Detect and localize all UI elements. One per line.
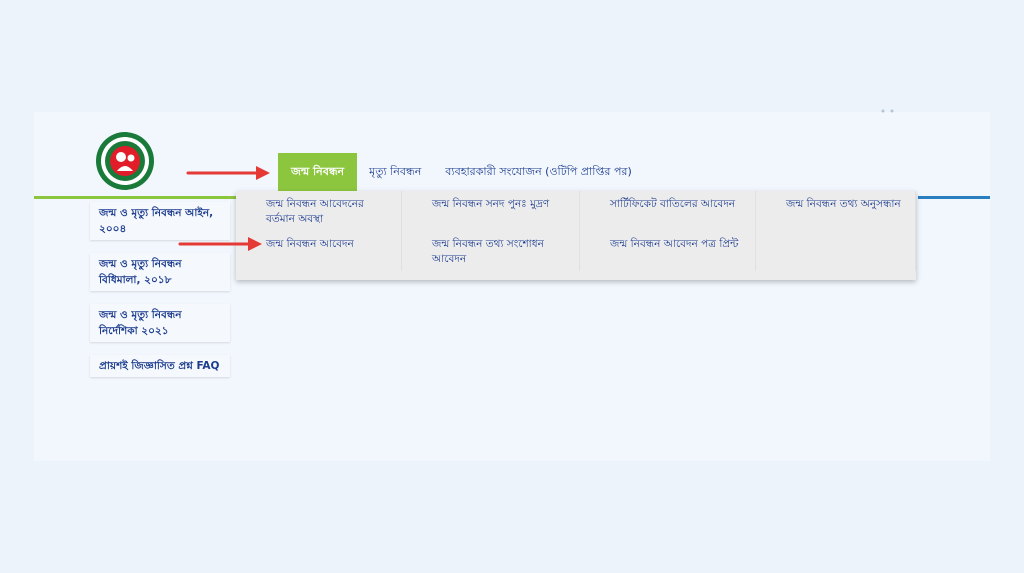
menu-item-certificate-cancel[interactable]: সার্টিফিকেট বাতিলের আবেদন (580, 191, 756, 231)
header-divider-blue (918, 196, 990, 199)
menu-empty-cell (756, 231, 916, 271)
menu-item-application-status[interactable]: জন্ম নিবন্ধন আবেদনের বর্তমান অবস্থা (236, 191, 402, 231)
nav-death-registration[interactable]: মৃত্যু নিবন্ধন (369, 165, 422, 178)
menu-item-application-print[interactable]: জন্ম নিবন্ধন আবেদন পত্র প্রিন্ট (580, 231, 756, 271)
main-nav: জন্ম নিবন্ধন মৃত্যু নিবন্ধন ব্যবহারকারী … (278, 153, 644, 191)
red-arrow-right-icon (178, 237, 262, 251)
sidebar-item-guideline-2021[interactable]: জন্ম ও মৃত্যু নিবন্ধন নির্দেশিকা ২০২১ (90, 304, 230, 342)
menu-item-info-correction[interactable]: জন্ম নিবন্ধন তথ্য সংশোধন আবেদন (402, 231, 580, 271)
menu-item-info-search[interactable]: জন্ম নিবন্ধন তথ্য অনুসন্ধান (756, 191, 916, 231)
nav-birth-registration[interactable]: জন্ম নিবন্ধন (278, 153, 358, 191)
birth-registration-dropdown: জন্ম নিবন্ধন আবেদনের বর্তমান অবস্থা জন্ম… (236, 191, 916, 280)
sidebar: জন্ম ও মৃত্যু নিবন্ধন আইন, ২০০৪ জন্ম ও ম… (90, 202, 230, 390)
red-arrow-right-icon (186, 166, 270, 180)
header-divider-green (34, 196, 239, 199)
sidebar-item-act-2004[interactable]: জন্ম ও মৃত্যু নিবন্ধন আইন, ২০০৪ (90, 202, 230, 240)
government-seal-logo-icon[interactable] (95, 131, 155, 191)
menu-item-birth-application[interactable]: জন্ম নিবন্ধন আবেদন (236, 231, 402, 271)
sidebar-item-rules-2018[interactable]: জন্ম ও মৃত্যু নিবন্ধন বিধিমালা, ২০১৮ (90, 253, 230, 291)
top-right-icons (881, 109, 894, 113)
sidebar-item-faq[interactable]: প্রায়শই জিজ্ঞাসিত প্রশ্ন FAQ (90, 355, 230, 377)
nav-user-addition[interactable]: ব্যবহারকারী সংযোজন (ওটিপি প্রাপ্তির পর) (445, 165, 632, 178)
menu-item-certificate-reprint[interactable]: জন্ম নিবন্ধন সনদ পুনঃ মুদ্রণ (402, 191, 580, 231)
